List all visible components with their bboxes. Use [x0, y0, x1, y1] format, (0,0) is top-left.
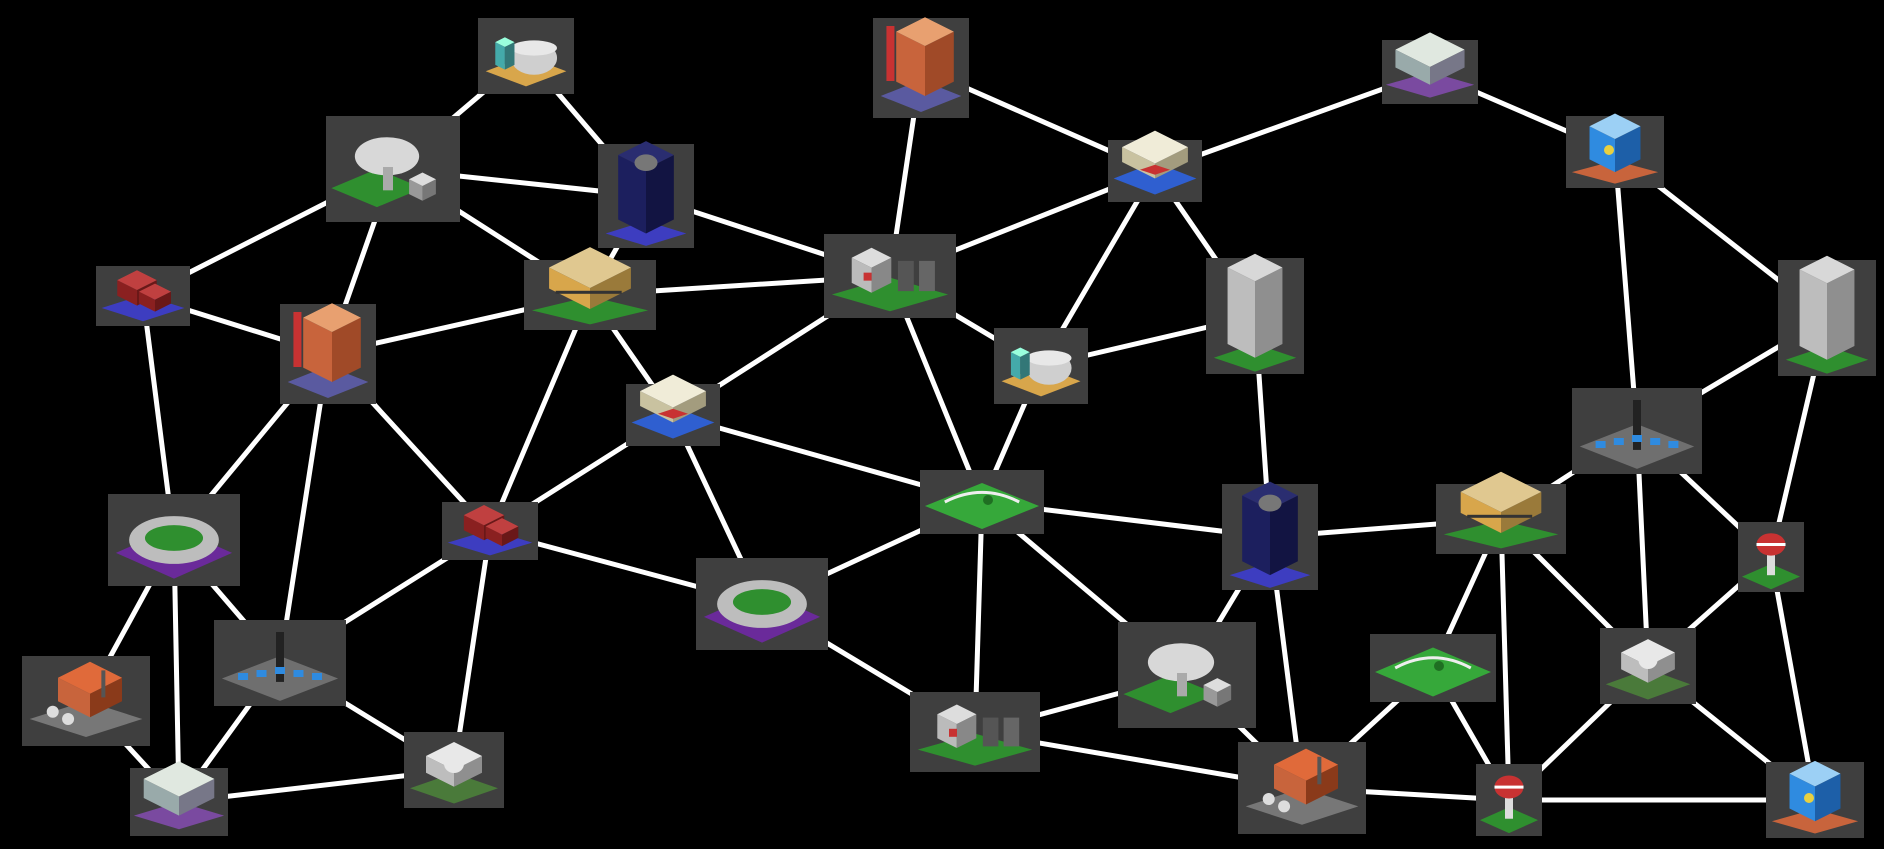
housing-icon — [101, 270, 185, 322]
skyscraper-dark-icon — [605, 141, 687, 246]
gas-tank-icon — [485, 37, 567, 87]
power-plant-icon — [831, 247, 949, 312]
building-tile[interactable] — [910, 692, 1040, 772]
building-tile[interactable] — [96, 266, 190, 326]
building-tile[interactable] — [1238, 742, 1366, 834]
road-edge — [1768, 554, 1818, 803]
park-icon — [1375, 647, 1491, 697]
water-tower-icon — [1479, 775, 1539, 834]
building-tile[interactable] — [22, 656, 150, 746]
university-icon — [1113, 130, 1197, 195]
road-edge — [487, 292, 593, 534]
building-tile[interactable] — [524, 247, 656, 330]
stadium-icon — [115, 516, 233, 579]
university-icon — [631, 374, 715, 439]
housing-icon — [447, 505, 533, 556]
building-tile[interactable] — [1766, 760, 1864, 838]
police-station-icon — [1571, 113, 1659, 184]
stadium-icon — [703, 580, 821, 643]
building-tile[interactable] — [920, 470, 1044, 534]
building-tile[interactable] — [1206, 253, 1304, 374]
water-tower-icon — [1741, 533, 1801, 590]
factory-icon — [1245, 748, 1359, 825]
solar-plant-icon — [1579, 400, 1695, 469]
building-tile[interactable] — [1566, 113, 1664, 188]
radar-dish-icon — [331, 137, 436, 208]
building-tile[interactable] — [824, 234, 956, 318]
building-tile[interactable] — [1382, 32, 1478, 104]
building-tile[interactable] — [696, 558, 828, 650]
building-tile[interactable] — [326, 116, 460, 222]
building-tile[interactable] — [130, 761, 228, 836]
building-tile[interactable] — [404, 732, 504, 808]
park-icon — [924, 482, 1040, 530]
mall-icon — [531, 247, 649, 325]
gas-tank-icon — [1001, 347, 1081, 397]
skyscraper-dark-icon — [1229, 481, 1311, 588]
road-edge — [1498, 516, 1512, 803]
road-edge — [451, 528, 493, 773]
power-plant-icon — [917, 704, 1033, 766]
radar-dish-icon — [1123, 643, 1232, 714]
capitol-icon — [1605, 639, 1691, 700]
building-tile[interactable] — [1476, 764, 1542, 836]
hotel-sign-icon — [287, 303, 369, 398]
office-tower-icon — [1785, 255, 1869, 374]
building-tile[interactable] — [994, 328, 1088, 404]
office-tower-icon — [1213, 253, 1297, 372]
building-tile[interactable] — [1572, 388, 1702, 474]
city-buildings — [22, 17, 1876, 838]
solar-plant-icon — [221, 632, 339, 701]
building-tile[interactable] — [108, 494, 240, 586]
building-tile[interactable] — [1118, 622, 1256, 728]
building-tile[interactable] — [626, 374, 720, 446]
building-tile[interactable] — [598, 141, 694, 248]
building-tile[interactable] — [1778, 255, 1876, 376]
road-edge — [1612, 149, 1640, 434]
building-tile[interactable] — [478, 18, 574, 94]
building-tile[interactable] — [1600, 628, 1696, 704]
building-tile[interactable] — [280, 303, 376, 404]
building-tile[interactable] — [1370, 634, 1496, 702]
road-edge — [277, 351, 331, 666]
capitol-icon — [410, 742, 498, 804]
building-tile[interactable] — [442, 502, 538, 560]
building-tile[interactable] — [214, 620, 346, 706]
building-tile[interactable] — [1436, 471, 1566, 554]
mall-icon — [1443, 471, 1559, 549]
building-tile[interactable] — [1222, 481, 1318, 590]
police-station-icon — [1771, 760, 1859, 834]
hotel-sign-icon — [880, 17, 962, 112]
office-low-icon — [1385, 32, 1475, 98]
building-tile[interactable] — [1738, 522, 1804, 592]
building-tile[interactable] — [1108, 130, 1202, 202]
office-low-icon — [133, 761, 225, 830]
factory-icon — [29, 661, 143, 737]
building-tile[interactable] — [873, 17, 969, 118]
